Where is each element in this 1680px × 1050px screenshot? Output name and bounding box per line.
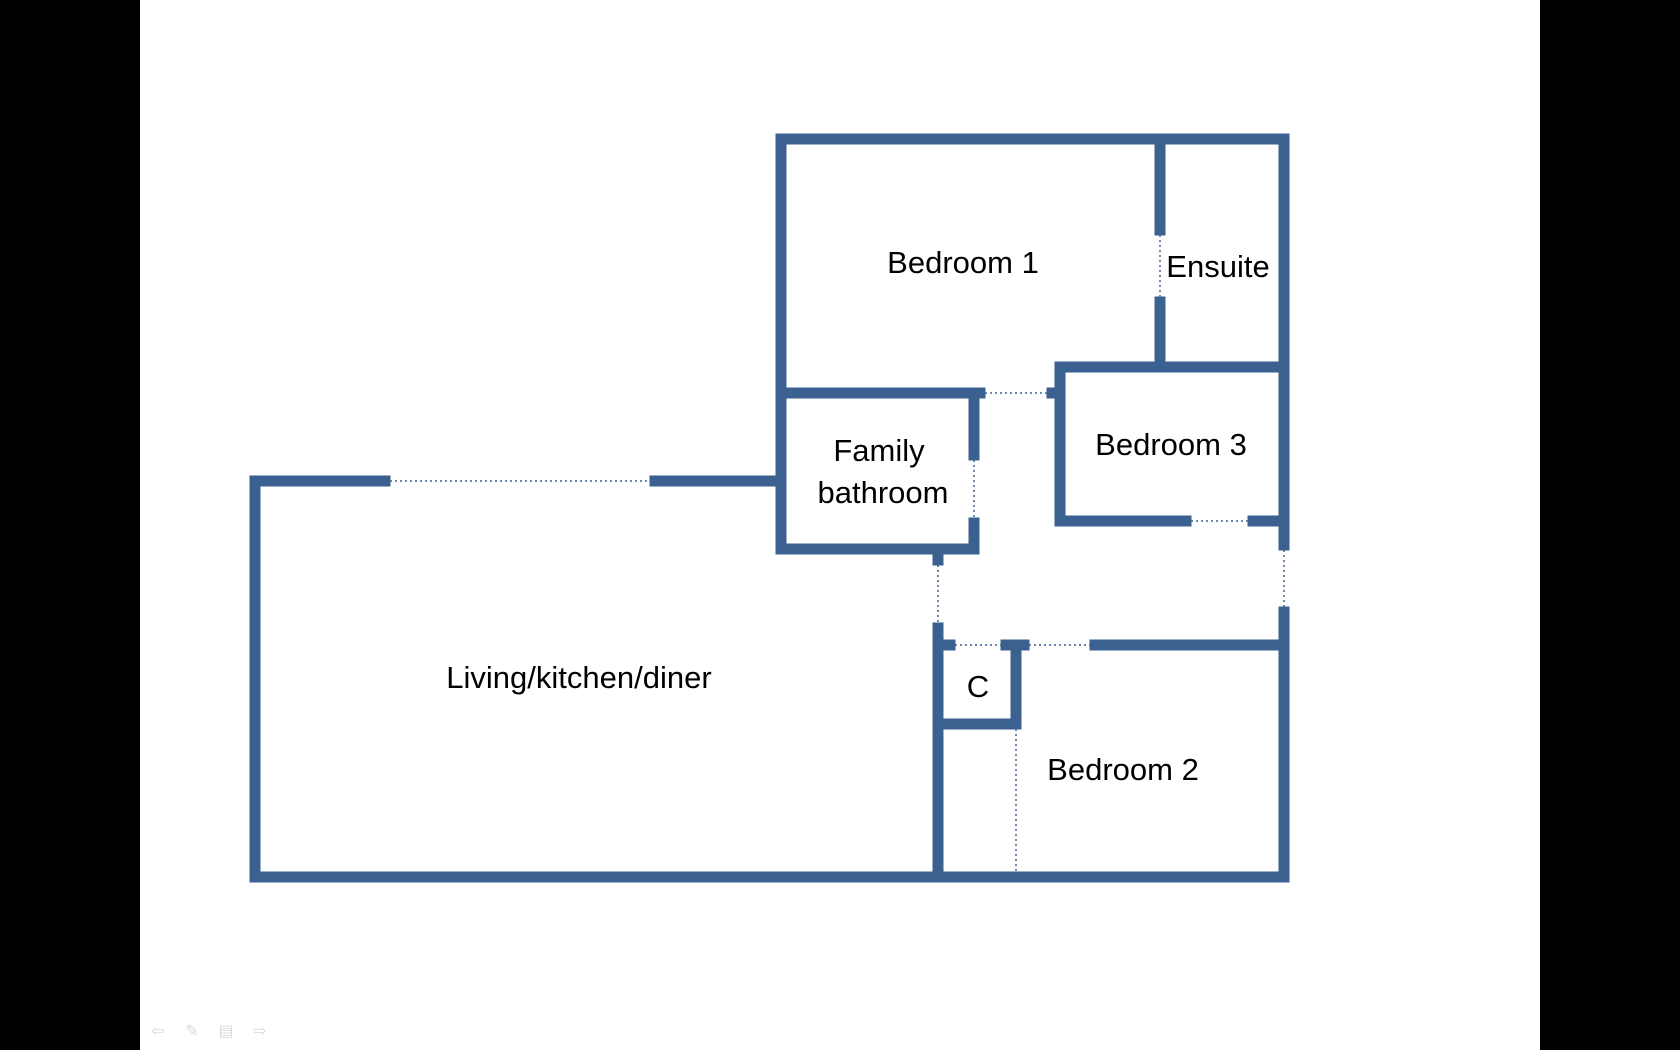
arrow-left-icon[interactable]: ⇦ <box>151 1020 165 1040</box>
label-living: Living/kitchen/diner <box>446 660 711 695</box>
openings <box>385 230 1285 873</box>
walls <box>249 133 1290 883</box>
menu-icon[interactable]: ▤ <box>218 1020 234 1040</box>
label-bedroom1: Bedroom 1 <box>887 245 1039 280</box>
slide-navigation: ⇦ ✎ ▤ ⇨ <box>148 1020 270 1040</box>
floor-plan: Bedroom 1 Ensuite Family bathroom Bedroo… <box>249 133 1290 883</box>
label-family-bathroom-line1: Family <box>833 433 925 468</box>
pen-icon[interactable]: ✎ <box>185 1020 199 1040</box>
slide: Bedroom 1 Ensuite Family bathroom Bedroo… <box>140 0 1540 1050</box>
label-ensuite: Ensuite <box>1166 249 1269 284</box>
label-bedroom3: Bedroom 3 <box>1095 427 1247 462</box>
label-bedroom2: Bedroom 2 <box>1047 752 1199 787</box>
arrow-right-icon[interactable]: ⇨ <box>253 1020 267 1040</box>
label-cupboard: C <box>967 669 989 704</box>
label-family-bathroom-line2: bathroom <box>818 475 949 510</box>
